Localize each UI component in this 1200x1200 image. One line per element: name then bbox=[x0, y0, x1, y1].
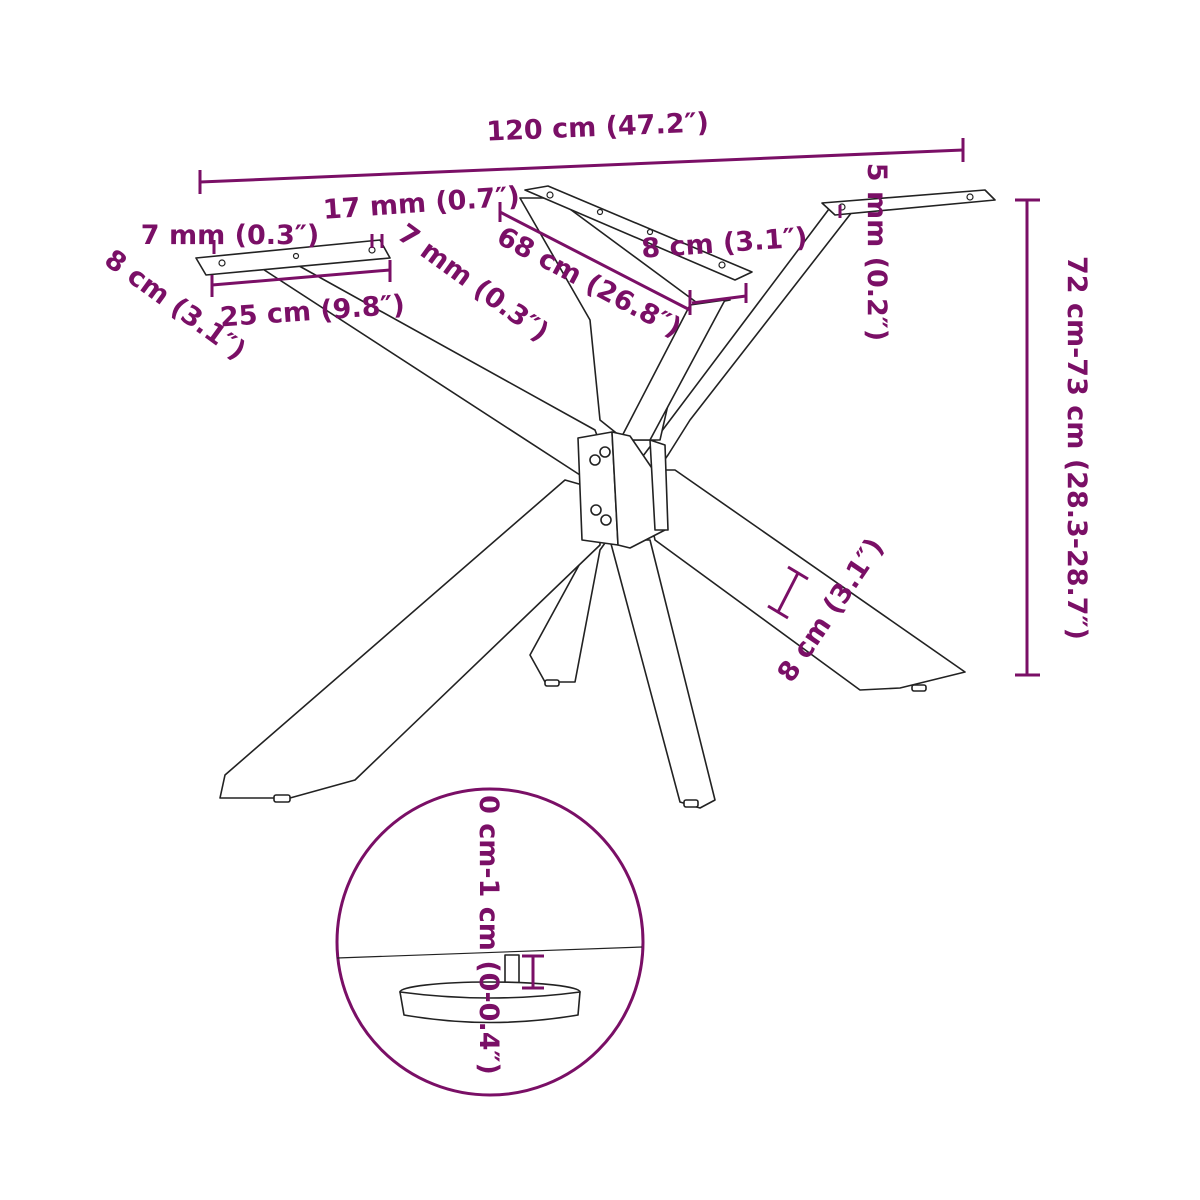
label-overall-width: 120 cm (47.2″) bbox=[486, 107, 710, 147]
dim-line-arm-length bbox=[499, 210, 691, 312]
label-top-arm-width: 8 cm (3.1″) bbox=[640, 222, 808, 265]
center-plate-left bbox=[577, 431, 619, 546]
foot-left bbox=[273, 794, 291, 803]
dim-line-overall-width bbox=[199, 148, 964, 184]
foot-back bbox=[544, 679, 560, 687]
center-plate-side bbox=[649, 439, 669, 531]
bolt-1 bbox=[589, 454, 601, 466]
foot-right bbox=[911, 684, 927, 692]
bracket-center-hole-4 bbox=[718, 261, 726, 269]
label-bracket-offset-left: 7 mm (0.3″) bbox=[141, 220, 319, 251]
detail-circle bbox=[335, 787, 645, 1097]
arm-back-left bbox=[251, 261, 611, 476]
dim-tick-leg-width-b bbox=[767, 604, 789, 620]
label-height: 72 cm-73 cm (28.3-28.7″) bbox=[1061, 256, 1092, 640]
bracket-right-hole-2 bbox=[966, 193, 974, 201]
label-bracket-hole-spacing: 17 mm (0.7″) bbox=[322, 181, 521, 226]
bracket-left-hole-1 bbox=[218, 259, 226, 267]
detail-glide-body bbox=[399, 991, 581, 1024]
leg-front-center bbox=[609, 539, 716, 809]
bolt-2 bbox=[599, 446, 611, 458]
leg-front-right bbox=[639, 469, 966, 691]
dimension-lines bbox=[198, 138, 1040, 677]
label-foot-adjustment: 0 cm-1 cm (0-0.4″) bbox=[473, 795, 504, 1075]
label-plate-thickness: 5 mm (0.2″) bbox=[861, 163, 892, 341]
dim-tick-leg-width-a bbox=[787, 565, 809, 581]
detail-floor-line bbox=[336, 946, 643, 959]
foot-front bbox=[683, 799, 699, 808]
dim-line-leg-width bbox=[776, 572, 800, 613]
table-leg-frame bbox=[195, 185, 996, 809]
bracket-left bbox=[195, 239, 391, 276]
foot-detail bbox=[335, 787, 645, 1097]
bracket-center-hole-2 bbox=[596, 208, 604, 216]
dim-line-arm-width bbox=[691, 294, 747, 305]
bracket-left-hole-3 bbox=[292, 252, 300, 260]
bracket-right bbox=[821, 189, 996, 216]
bracket-center-hole-1 bbox=[546, 191, 554, 199]
bolt-4 bbox=[600, 514, 612, 526]
dim-line-bracket-length bbox=[211, 268, 391, 287]
bolt-3 bbox=[590, 504, 602, 516]
bracket-center bbox=[524, 185, 753, 281]
bracket-center-hole-3 bbox=[646, 228, 654, 236]
